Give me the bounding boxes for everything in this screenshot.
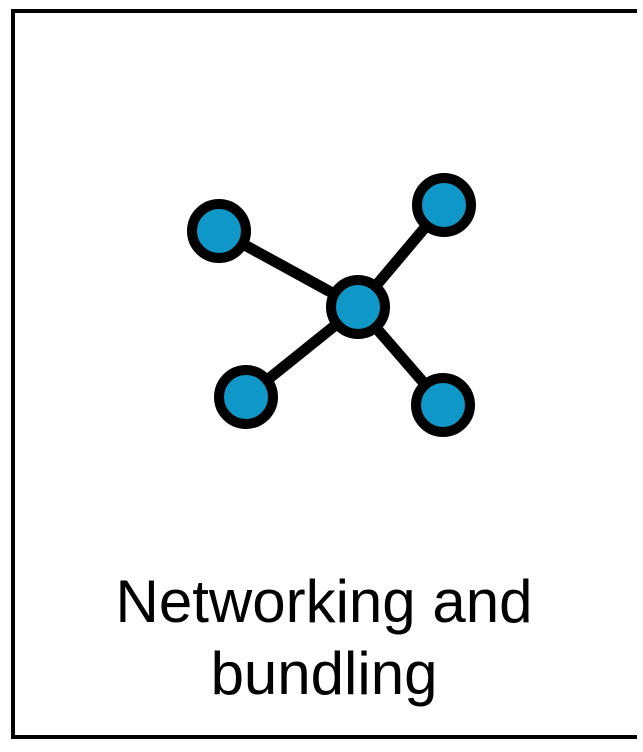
node-top-right	[412, 173, 476, 237]
node-top-left	[187, 199, 251, 263]
caption-line-2: bundling	[210, 640, 438, 707]
node-bottom-left	[214, 365, 278, 429]
caption-line-1: Networking and	[115, 568, 533, 635]
node-center-hub	[326, 275, 390, 339]
card-caption: Networking and bundling	[11, 566, 637, 710]
card-frame	[11, 9, 637, 739]
node-bottom-right	[411, 373, 475, 437]
